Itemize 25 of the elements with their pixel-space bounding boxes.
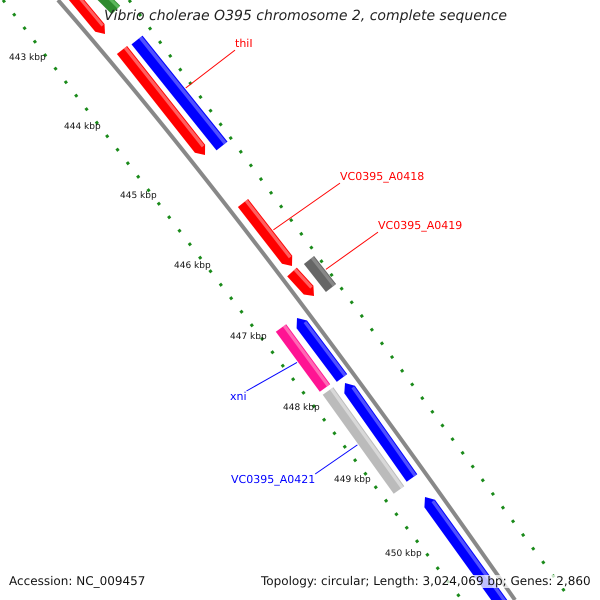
scale-label: 446 kbp <box>174 262 211 272</box>
scale-label: 443 kbp <box>9 54 46 64</box>
gene-feature <box>238 199 292 266</box>
gene-label: VC0395_A0419 <box>378 220 462 232</box>
scale-label: 444 kbp <box>64 123 101 133</box>
footer-text: Accession: NC_009457 <box>9 575 146 588</box>
gene-label: VC0395_A0418 <box>340 171 424 184</box>
leader-line <box>272 182 340 230</box>
scale-label: 449 kbp <box>334 476 371 486</box>
scale-label: 447 kbp <box>230 333 267 343</box>
leader-line <box>325 232 378 270</box>
scale-label: 445 kbp <box>120 192 157 202</box>
scale-label: 448 kbp <box>283 404 320 414</box>
leader-line <box>185 50 236 88</box>
gene-label: thiI <box>235 38 253 50</box>
gene-feature <box>116 46 206 155</box>
gene-feature <box>296 318 348 382</box>
gene-label: VC0395_A0421 <box>231 474 316 486</box>
gene-label: xni <box>230 391 247 404</box>
title: Vibrio cholerae O395 chromosome 2, complete sequence <box>104 9 508 24</box>
footer-text: Topology: circular; Length: 3,024,069 bp; Genes: 2,860 <box>261 575 591 588</box>
scale-label: 450 kbp <box>385 550 422 560</box>
gene-feature <box>287 268 314 296</box>
leader-line <box>246 362 298 392</box>
leader-line <box>314 444 358 474</box>
